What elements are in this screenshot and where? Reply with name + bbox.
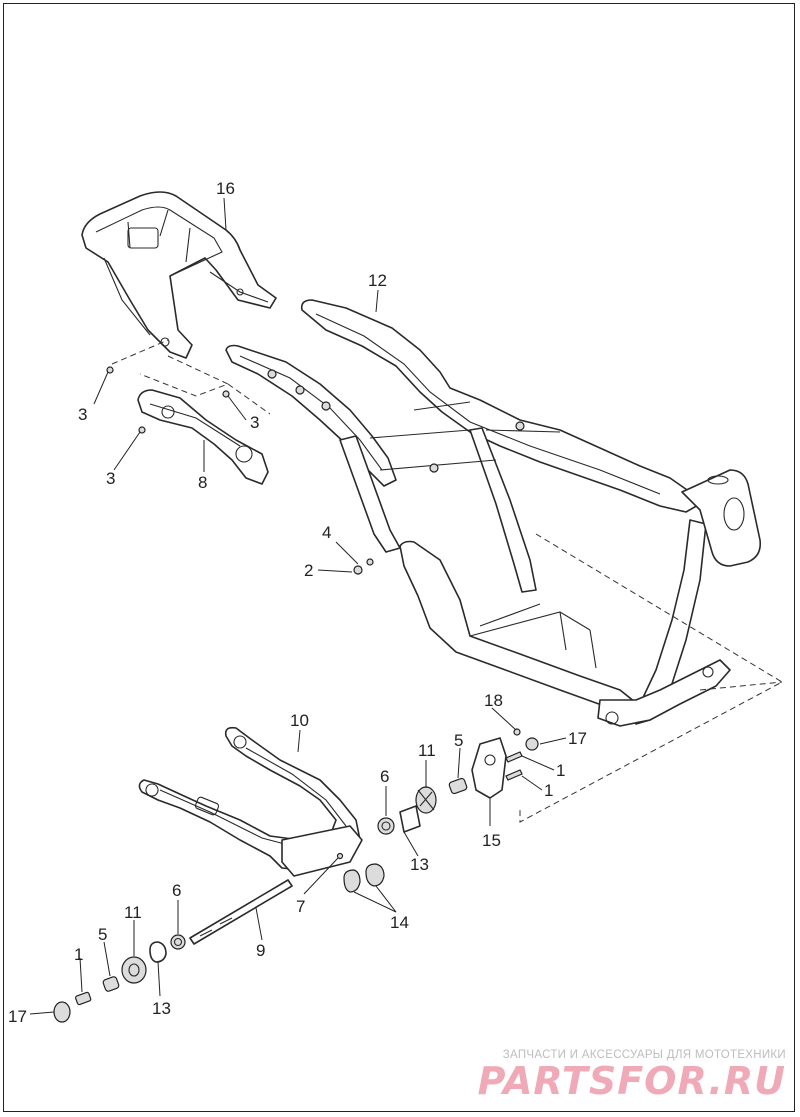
callout-13: 13 [152,999,171,1018]
callout-11: 11 [418,741,436,760]
callout-7: 7 [296,897,305,916]
callout-18: 18 [484,691,503,710]
callout-16: 16 [216,179,235,198]
part-8-cover [137,389,269,485]
callout-1: 1 [74,945,83,964]
hardware-right-side [336,728,539,893]
callout-17: 17 [8,1007,27,1026]
diagram-border [3,3,795,1112]
callout-13: 13 [410,855,429,874]
part-16-fender-support [81,191,277,359]
callout-2: 2 [304,561,313,580]
callout-17: 17 [568,729,587,748]
callout-4: 4 [322,523,331,542]
callout-8: 8 [198,473,207,492]
callout-9: 9 [256,941,265,960]
callout-3: 3 [78,405,87,424]
callout-1: 1 [544,781,553,800]
callout-15: 15 [482,831,501,850]
callout-1: 1 [556,761,565,780]
part-12-main-frame [225,299,762,727]
callout-numbers: 16 12 3 3 3 8 4 2 10 18 11 5 17 6 1 1 15… [8,179,587,1026]
callout-5: 5 [454,731,463,750]
hardware-left-side [53,366,374,1023]
watermark-tagline: ЗАПЧАСТИ И АКСЕССУАРЫ ДЛЯ МОТОТЕХНИКИ [502,1049,786,1061]
callout-6: 6 [172,881,181,900]
callout-12: 12 [368,271,387,290]
callout-3: 3 [106,469,115,488]
part-10-swingarm [138,726,363,877]
callout-6: 6 [380,767,389,786]
callout-5: 5 [98,925,107,944]
frame-dashed-reference [519,533,784,823]
callout-3: 3 [250,413,259,432]
callout-14: 14 [390,913,409,932]
callout-10: 10 [290,711,309,730]
watermark-logo: PARTSFOR.RU [477,1059,786,1103]
watermark: ЗАПЧАСТИ И АКСЕССУАРЫ ДЛЯ МОТОТЕХНИКИ PA… [478,1049,786,1101]
part-9-pivot-shaft [189,879,293,945]
callout-11: 11 [124,903,142,922]
leader-lines [29,197,567,1015]
